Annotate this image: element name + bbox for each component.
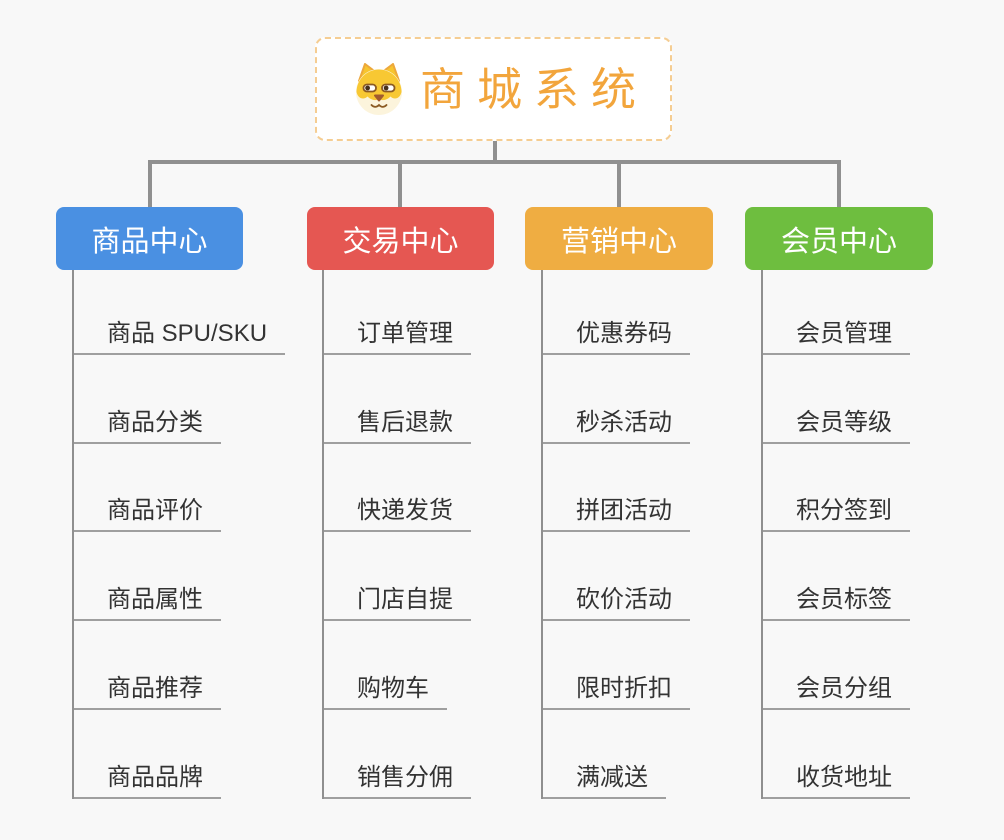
branch-node-trade-center[interactable]: 交易中心 (307, 207, 494, 270)
leaf-node-full-reduction[interactable]: 满减送 (541, 763, 666, 799)
leaf-node-express-delivery[interactable]: 快递发货 (322, 496, 471, 533)
connector-drop-member (837, 160, 841, 207)
leaf-node-product-attribute[interactable]: 商品属性 (72, 585, 221, 622)
leaf-node-coupon-code[interactable]: 优惠券码 (541, 319, 690, 355)
leaf-node-product-spu-sku[interactable]: 商品 SPU/SKU (72, 319, 286, 355)
leaf-node-shopping-cart[interactable]: 购物车 (322, 674, 447, 710)
leaf-node-store-pickup[interactable]: 门店自提 (322, 585, 471, 622)
connector-drop-marketing (617, 160, 621, 207)
branch-children-marketing-center: 优惠券码 秒杀活动 拼团活动 砍价活动 限时折扣 满减送 (541, 266, 690, 799)
leaf-node-member-group[interactable]: 会员分组 (761, 674, 910, 710)
leaf-node-after-sale-refund[interactable]: 售后退款 (322, 408, 471, 444)
leaf-node-group-buy[interactable]: 拼团活动 (541, 496, 690, 533)
connector-drop-product (148, 160, 152, 207)
leaf-node-flash-sale[interactable]: 秒杀活动 (541, 408, 690, 444)
branch-node-product-center[interactable]: 商品中心 (56, 207, 243, 270)
connector-trunk (541, 270, 543, 799)
leaf-node-bargain-activity[interactable]: 砍价活动 (541, 585, 690, 622)
root-title: 商城系统 (419, 63, 648, 115)
leaf-node-product-brand[interactable]: 商品品牌 (72, 763, 221, 799)
branch-node-member-center[interactable]: 会员中心 (745, 207, 933, 270)
leaf-node-member-management[interactable]: 会员管理 (761, 319, 910, 355)
shiba-dog-icon (355, 63, 402, 115)
leaf-node-product-recommend[interactable]: 商品推荐 (72, 674, 221, 710)
connector-trunk (72, 270, 74, 799)
connector-drop-trade (398, 160, 402, 207)
branch-node-marketing-center[interactable]: 营销中心 (525, 207, 713, 270)
root-node-mall-system[interactable]: 商城系统 (315, 37, 672, 141)
branch-children-product-center: 商品 SPU/SKU 商品分类 商品评价 商品属性 商品推荐 商品品牌 (72, 266, 286, 799)
leaf-node-order-management[interactable]: 订单管理 (322, 319, 471, 355)
leaf-node-product-category[interactable]: 商品分类 (72, 408, 221, 444)
leaf-node-points-checkin[interactable]: 积分签到 (761, 496, 910, 533)
leaf-node-shipping-address[interactable]: 收货地址 (761, 763, 910, 799)
connector-trunk (322, 270, 324, 799)
leaf-node-limited-time-discount[interactable]: 限时折扣 (541, 674, 690, 710)
leaf-node-sales-commission[interactable]: 销售分佣 (322, 763, 471, 799)
leaf-node-member-level[interactable]: 会员等级 (761, 408, 910, 444)
leaf-node-product-review[interactable]: 商品评价 (72, 496, 221, 533)
branch-children-trade-center: 订单管理 售后退款 快递发货 门店自提 购物车 销售分佣 (322, 266, 471, 799)
connector-trunk (761, 270, 763, 799)
connector-horizontal-rail (148, 160, 841, 164)
leaf-node-member-tag[interactable]: 会员标签 (761, 585, 910, 622)
connector-root-stub (493, 141, 497, 162)
branch-children-member-center: 会员管理 会员等级 积分签到 会员标签 会员分组 收货地址 (761, 266, 910, 799)
